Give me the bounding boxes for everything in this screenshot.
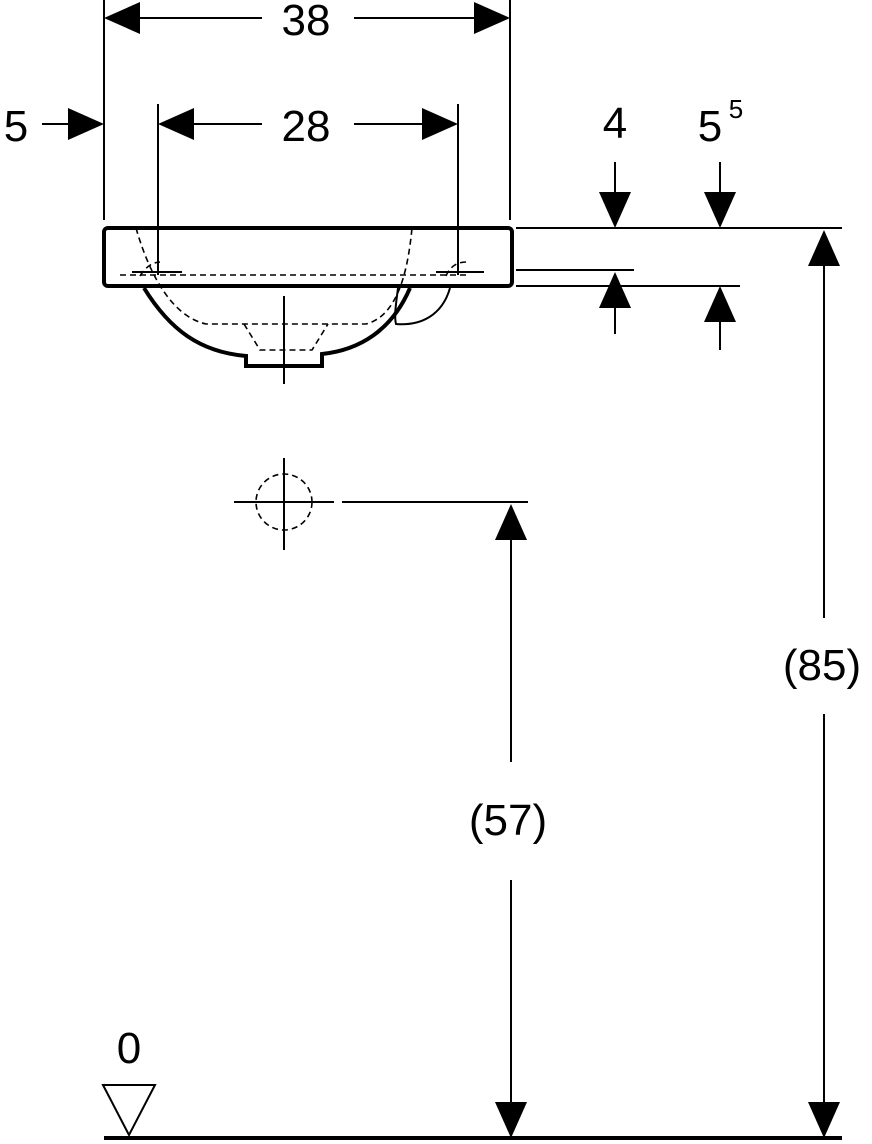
label-width-outer: 38 [282, 0, 331, 45]
label-floor-level: 0 [117, 1024, 141, 1073]
dimension-width-outer: 38 [103, 0, 511, 220]
label-depth-base: 5 [698, 102, 722, 151]
arrow-down [599, 192, 631, 228]
dimension-drain-height: (57) [469, 504, 547, 1138]
arrow-right [474, 2, 510, 34]
basin-inner-hidden [135, 227, 413, 325]
arrow-up [599, 272, 631, 308]
arrow-up [808, 230, 840, 266]
label-depth-superscript: 5 [729, 94, 743, 124]
arrow-down [808, 1102, 840, 1138]
dimension-width-inner: 28 [157, 102, 459, 275]
dimension-rim-height: (85) [783, 230, 861, 1138]
overflow-bulge [394, 287, 451, 326]
dimension-depth: 5 5 [698, 94, 743, 350]
dimension-rim-thickness: 4 [599, 99, 631, 334]
label-rim-thickness: 4 [603, 99, 627, 148]
washbasin [102, 226, 514, 384]
label-rim-height: (85) [783, 641, 861, 690]
basin-bowl [142, 286, 412, 368]
label-drain-height: (57) [469, 796, 547, 845]
dimension-offset-left: 5 [4, 102, 104, 151]
arrow-left [104, 2, 140, 34]
arrow-down [704, 192, 736, 228]
arrow-right [68, 108, 104, 140]
drain-outlet [234, 458, 528, 550]
basin-rim [102, 226, 514, 288]
level-triangle-icon [101, 1084, 157, 1138]
arrow-up [704, 286, 736, 322]
floor-level: 0 [101, 1024, 842, 1140]
label-offset-left: 5 [4, 102, 28, 151]
arrow-down [495, 1102, 527, 1138]
label-width-inner: 28 [282, 102, 331, 151]
arrow-right [422, 108, 458, 140]
arrow-left [158, 108, 194, 140]
arrow-up [495, 504, 527, 540]
